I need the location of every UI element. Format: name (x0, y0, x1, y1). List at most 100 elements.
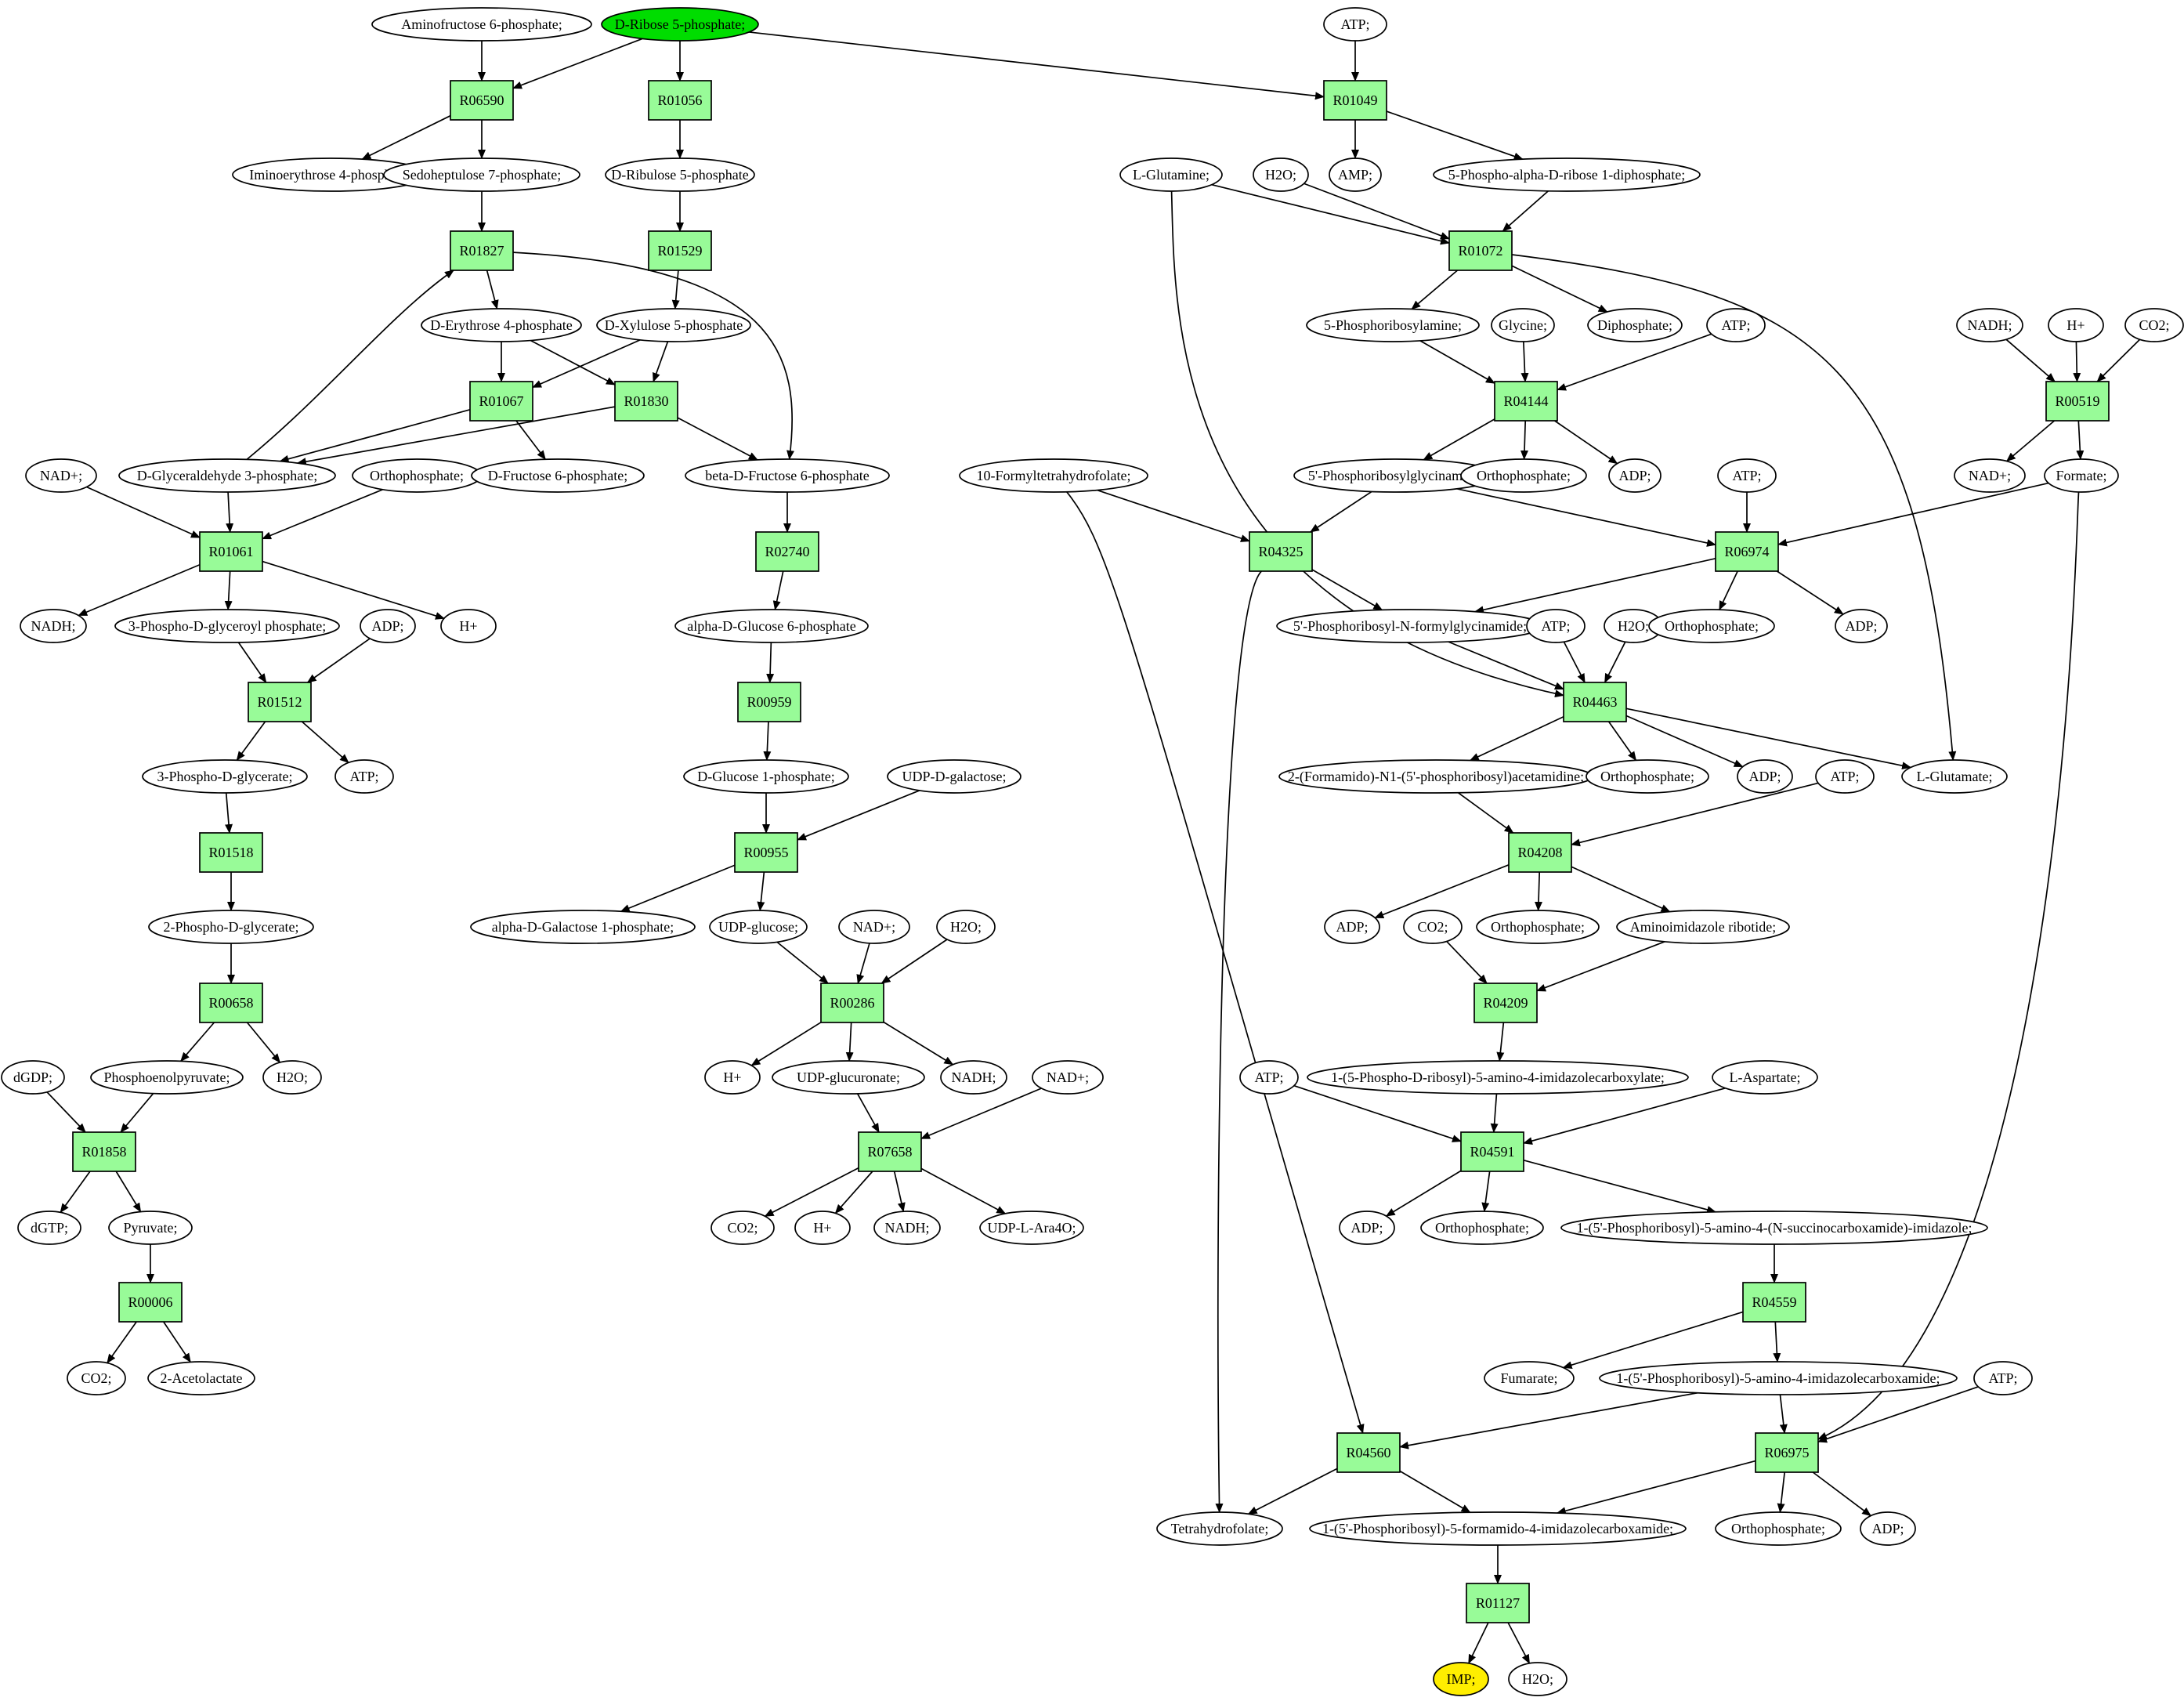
metabolite-label-aminofructose6p: Aminofructose 6-phosphate; (401, 16, 562, 32)
metabolite-ellipse-adp3 (1835, 609, 1888, 643)
metabolite-node-nadh4: NADH; (873, 1211, 941, 1245)
metabolite-node-nadh3: NADH; (940, 1060, 1007, 1095)
metabolite-node-lglutamine: L-Glutamine; (1119, 157, 1223, 192)
edge-r01858-to-pyruvate (115, 1171, 142, 1213)
metabolite-label-formate: Formate; (2056, 468, 2107, 483)
reaction-node-r04208: R04208 (1508, 832, 1572, 873)
metabolite-label-adp6: ADP; (1351, 1220, 1383, 1236)
edge-r01067-to-dglyceraldehyde3p (279, 409, 471, 463)
reaction-box-r01127 (1466, 1583, 1530, 1623)
metabolite-node-lglutamate: L-Glutamate; (1901, 759, 2008, 794)
edge-r04560-to-tetrahydrofolate (1247, 1468, 1338, 1515)
metabolite-node-galactose1p: alpha-D-Galactose 1-phosphate; (470, 910, 696, 944)
reaction-label-r01827: R01827 (459, 243, 504, 259)
metabolite-node-atp6: ATP; (1815, 759, 1875, 794)
metabolite-ellipse-betadfructose6p (685, 458, 890, 493)
metabolite-label-orthophosphate6: Orthophosphate; (1435, 1220, 1529, 1236)
metabolite-label-glucose1p: D-Glucose 1-phosphate; (697, 769, 834, 784)
metabolite-ellipse-h2o4 (262, 1060, 322, 1095)
edge-dgdp-to-r01858 (46, 1091, 86, 1133)
metabolite-node-dgdp: dGDP; (1, 1060, 65, 1095)
metabolite-node-udpgalactose: UDP-D-galactose; (887, 759, 1021, 794)
metabolite-ellipse-derythrose4p (421, 308, 582, 342)
metabolite-label-aicar: 1-(5'-Phosphoribosyl)-5-amino-4-imidazol… (1616, 1370, 1940, 1387)
nodes: Aminofructose 6-phosphate;D-Ribose 5-pho… (1, 7, 2184, 1696)
edge-r04463-to-fgam (1469, 715, 1564, 762)
edge-r01072-to-diphosphate (1511, 265, 1608, 313)
edge-nadplus3-to-r00286 (856, 943, 870, 984)
edge-r01830-to-betadfructose6p (677, 417, 758, 461)
metabolite-label-co2c: CO2; (727, 1220, 758, 1236)
metabolite-node-adp4: ADP; (1737, 759, 1793, 794)
reaction-box-r00955 (734, 832, 798, 873)
reaction-node-r01049: R01049 (1323, 80, 1387, 121)
metabolite-ellipse-hplus3 (704, 1060, 761, 1095)
metabolite-ellipse-h2o1 (1253, 157, 1309, 192)
metabolite-node-tetrahydrofolate: Tetrahydrofolate; (1156, 1511, 1283, 1546)
edge-r00286-to-hplus3 (750, 1022, 822, 1066)
metabolite-ellipse-nadh4 (873, 1211, 941, 1245)
edge-r00955-to-udpglucose (757, 871, 765, 912)
metabolite-node-phosphoglyceroylp: 3-Phospho-D-glyceroyl phosphate; (114, 609, 340, 643)
metabolite-ellipse-atp8 (1973, 1361, 2033, 1395)
reaction-label-r01061: R01061 (208, 544, 253, 559)
reaction-box-r00519 (2045, 381, 2110, 422)
metabolite-label-dribulose5p: D-Ribulose 5-phosphate (611, 167, 748, 183)
metabolite-node-hplus3: H+ (704, 1060, 761, 1095)
metabolite-label-dglyceraldehyde3p: D-Glyceraldehyde 3-phosphate; (137, 468, 317, 483)
metabolite-label-fgar: 5'-Phosphoribosyl-N-formylglycinamide; (1293, 618, 1527, 634)
edge-r00658-to-h2o4 (246, 1022, 281, 1063)
metabolite-node-alphaglucose6p: alpha-D-Glucose 6-phosphate (674, 609, 869, 643)
metabolite-label-acetolactate: 2-Acetolactate (161, 1370, 243, 1386)
edge-phosphoglyceroylp-to-r01512 (237, 642, 267, 683)
reaction-box-r00959 (737, 682, 801, 722)
edge-r00959-to-glucose1p (763, 721, 772, 762)
metabolite-node-nadplus3: NAD+; (838, 910, 910, 944)
edge-r07658-to-co2c (764, 1167, 859, 1218)
metabolite-label-formyltetrahydrofolate: 10-Formyltetrahydrofolate; (977, 468, 1131, 483)
reaction-label-r06974: R06974 (1724, 544, 1769, 559)
metabolite-ellipse-orthophosphate2 (1460, 458, 1587, 493)
reaction-label-r04209: R04209 (1483, 995, 1528, 1011)
metabolite-ellipse-atp5 (334, 759, 394, 794)
metabolite-label-nadplus1: NAD+; (40, 468, 82, 483)
edge-udpglucuronate-to-r07658 (856, 1093, 880, 1133)
reaction-box-r06590 (450, 80, 514, 121)
edge-r04591-to-orthophosphate6 (1481, 1171, 1491, 1213)
reaction-node-r01827: R01827 (450, 230, 514, 271)
reaction-box-r06975 (1755, 1432, 1819, 1473)
metabolite-label-cair: 1-(5-Phospho-D-ribosyl)-5-amino-4-imidaz… (1331, 1069, 1665, 1086)
metabolite-node-cair: 1-(5-Phospho-D-ribosyl)-5-amino-4-imidaz… (1307, 1060, 1689, 1095)
metabolite-label-imp: IMP; (1446, 1671, 1475, 1687)
metabolite-label-orthophosphate7: Orthophosphate; (1731, 1521, 1825, 1536)
reaction-node-r01830: R01830 (614, 381, 678, 422)
metabolite-ellipse-udpglucose (709, 910, 808, 944)
reaction-node-r06590: R06590 (450, 80, 514, 121)
reaction-box-r01049 (1323, 80, 1387, 121)
metabolite-label-adp4: ADP; (1748, 769, 1781, 784)
metabolite-label-fumarate: Fumarate; (1501, 1370, 1558, 1386)
metabolite-node-adp3: ADP; (1835, 609, 1888, 643)
metabolite-node-nadplus2: NAD+; (1954, 458, 2026, 493)
metabolite-node-atp3: ATP; (1717, 458, 1777, 493)
metabolite-label-h2o5: H2O; (1522, 1671, 1553, 1687)
metabolite-ellipse-pep (90, 1060, 244, 1095)
edge-r00006-to-acetolactate (163, 1321, 191, 1363)
metabolite-node-aminofructose6p: Aminofructose 6-phosphate; (371, 7, 592, 42)
metabolite-ellipse-lglutamate (1901, 759, 2008, 794)
reaction-node-r02740: R02740 (755, 531, 819, 572)
edge-dxylulose5p-to-r01830 (653, 341, 669, 382)
reaction-label-r01049: R01049 (1332, 92, 1377, 108)
metabolite-ellipse-dgdp (1, 1060, 65, 1095)
edge-r06974-to-adp3 (1776, 570, 1844, 615)
metabolite-label-laspartate: L-Aspartate; (1730, 1069, 1801, 1085)
edge-r06975-to-faicar (1556, 1460, 1756, 1515)
metabolite-node-atp5: ATP; (334, 759, 394, 794)
reaction-node-r01072: R01072 (1448, 230, 1513, 271)
edges (46, 31, 2141, 1664)
metabolite-ellipse-glucose1p (683, 759, 849, 794)
edge-air-to-r04209 (1536, 941, 1665, 992)
metabolite-label-atp1: ATP; (1340, 16, 1369, 32)
reaction-node-r00955: R00955 (734, 832, 798, 873)
edge-r06975-to-adp7 (1812, 1471, 1871, 1517)
